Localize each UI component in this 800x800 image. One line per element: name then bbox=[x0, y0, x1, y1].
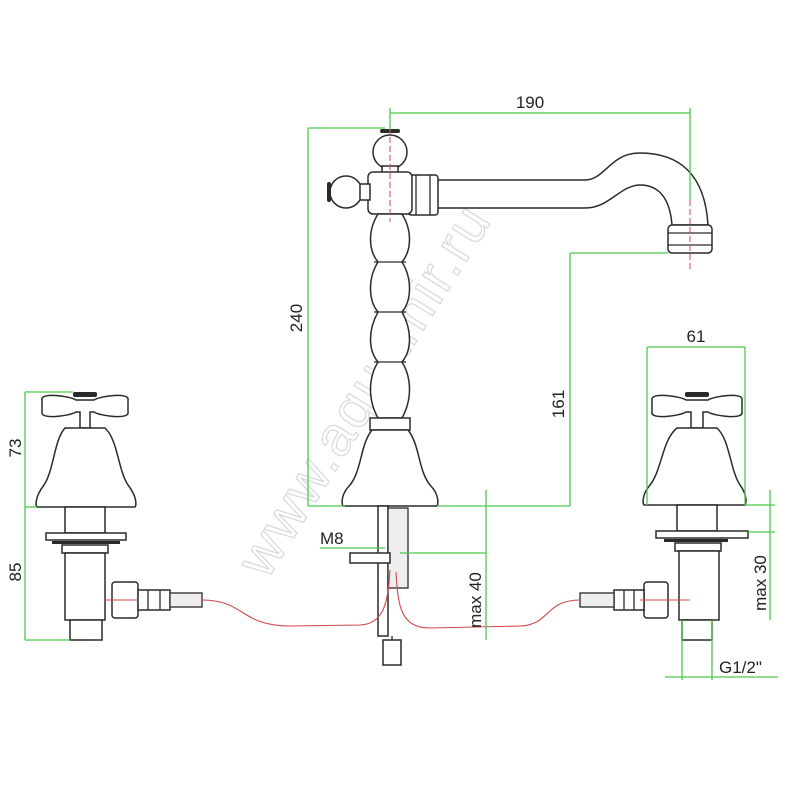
right-hose-line bbox=[395, 571, 581, 629]
dim-spout-height: 161 bbox=[549, 390, 568, 418]
dim-max-side: max 30 bbox=[751, 555, 770, 611]
dim-total-height: 240 bbox=[287, 304, 306, 332]
dim-stud-thread: M8 bbox=[320, 529, 344, 548]
dim-valve-upper: 73 bbox=[6, 439, 25, 458]
watermark: www.aquamir.ru bbox=[223, 192, 503, 588]
dim-max-center: max 40 bbox=[466, 572, 485, 628]
spout-mixer bbox=[327, 128, 713, 666]
left-hose-line bbox=[201, 569, 391, 627]
dim-spout-reach: 190 bbox=[516, 93, 544, 112]
dim-handle-width: 61 bbox=[687, 327, 706, 346]
right-valve bbox=[579, 392, 749, 641]
left-valve bbox=[35, 392, 203, 641]
dim-valve-lower: 85 bbox=[6, 563, 25, 582]
dim-connection-thread: G1/2" bbox=[719, 658, 762, 677]
dimension-lines bbox=[24, 108, 778, 680]
